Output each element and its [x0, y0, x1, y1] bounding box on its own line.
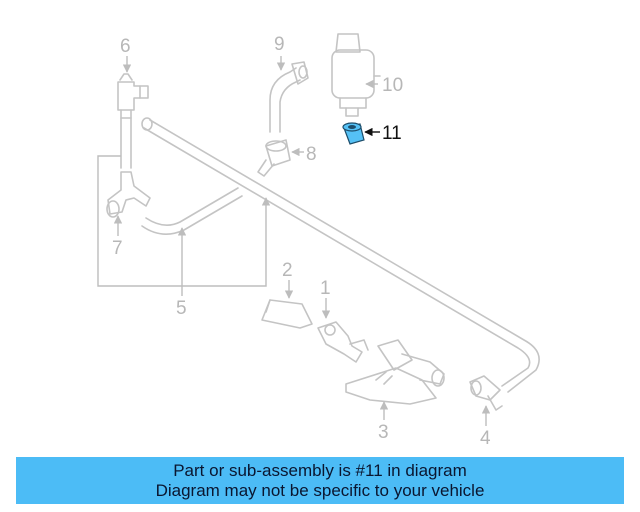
- callout-6: 6: [120, 36, 131, 57]
- part-6-elbow-fitting: [117, 73, 149, 169]
- callout-3: 3: [378, 422, 389, 443]
- callout-2: 2: [282, 260, 293, 281]
- leader-lines: [113, 56, 491, 426]
- washer-hose-short: [141, 187, 243, 235]
- info-banner: Part or sub-assembly is #11 in diagram D…: [16, 457, 624, 504]
- part-10-washer-pump: [331, 33, 381, 117]
- callout-7: 7: [112, 238, 123, 259]
- callout-10: 10: [382, 75, 403, 96]
- part-11-grommet: [342, 122, 365, 145]
- washer-hose-long: [141, 117, 540, 393]
- callout-5-bracket: [97, 155, 271, 296]
- part-7-y-connector: [106, 171, 151, 218]
- callout-4: 4: [480, 428, 491, 449]
- callout-11: 11: [382, 123, 402, 144]
- banner-line-2: Diagram may not be specific to your vehi…: [155, 480, 485, 500]
- part-9-curved-tube: [269, 61, 309, 133]
- part-2-nozzle-cover: [261, 299, 313, 329]
- callout-8: 8: [306, 144, 317, 165]
- part-8-connector: [257, 139, 291, 177]
- callout-9: 9: [274, 34, 285, 55]
- part-3-bracket: [345, 339, 445, 405]
- callout-5: 5: [176, 298, 187, 319]
- part-1-nozzle: [317, 321, 369, 363]
- banner-line-1: Part or sub-assembly is #11 in diagram: [173, 460, 467, 480]
- part-4-end-connector: [469, 375, 503, 411]
- callout-1: 1: [320, 278, 331, 299]
